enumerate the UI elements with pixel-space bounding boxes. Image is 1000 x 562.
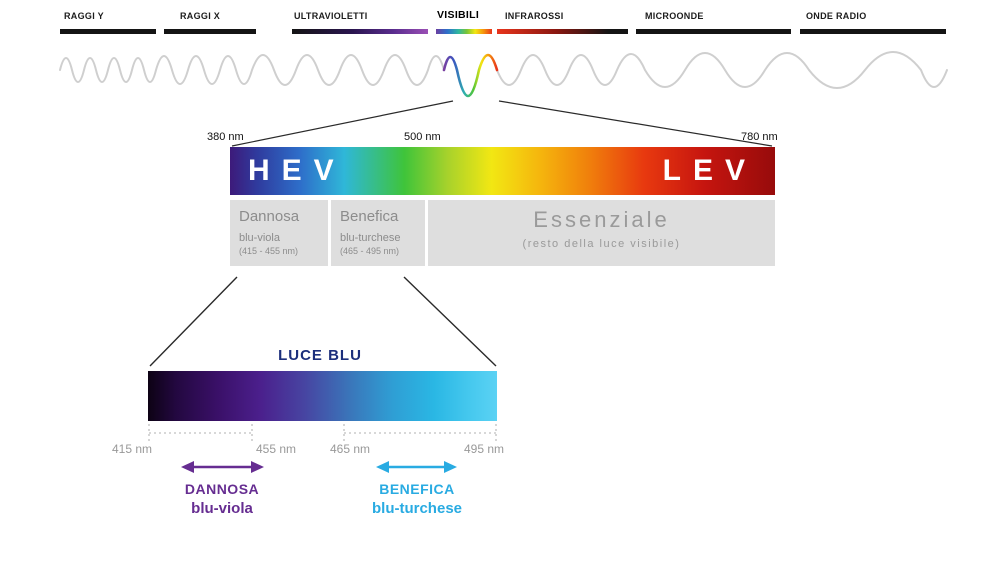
- band-label-visibili: VISIBILI: [437, 9, 480, 21]
- zone-essenziale: Essenziale (resto della luce visibile): [428, 200, 775, 266]
- zone-essenziale-note: (resto della luce visibile): [522, 238, 681, 250]
- radio-band-bar: [800, 29, 946, 34]
- dannosa-arrow-sublabel: blu-viola: [191, 500, 253, 517]
- em-wave: [59, 51, 948, 89]
- zone-dannosa-type: blu-viola: [239, 232, 280, 244]
- tick-495nm: 495 nm: [464, 442, 505, 456]
- infrared-band-bar: [497, 29, 628, 34]
- xray-band-bar: [164, 29, 256, 34]
- tick-415nm: 415 nm: [112, 442, 153, 456]
- visible-band-bar: [436, 29, 492, 34]
- tick-455nm: 455 nm: [256, 442, 297, 456]
- zone-benefica-range: (465 - 495 nm): [340, 246, 400, 256]
- tick-500nm: 500 nm: [404, 131, 441, 143]
- microwave-band-bar: [636, 29, 791, 34]
- hev-label: HEV: [248, 154, 346, 187]
- ultraviolet-band-bar: [292, 29, 428, 34]
- gamma-band-bar: [60, 29, 156, 34]
- zone-essenziale-title: Essenziale: [533, 207, 670, 232]
- range-dashes: [148, 424, 497, 441]
- visible-wave-segment: [442, 53, 499, 97]
- zone-dannosa-range: (415 - 455 nm): [239, 246, 299, 256]
- band-label-infrarossi: INFRAROSSI: [505, 11, 564, 21]
- tick-780nm: 780 nm: [741, 131, 778, 143]
- zone-benefica-type: blu-turchese: [340, 232, 401, 244]
- band-label-ultravioletti: ULTRAVIOLETTI: [294, 11, 368, 21]
- benefica-range-arrow: [376, 461, 457, 473]
- blue-light-gradient-bar: [148, 371, 497, 421]
- benefica-arrow-label: BENEFICA: [379, 481, 455, 497]
- band-label-raggi-x: RAGGI X: [180, 11, 221, 21]
- tick-465nm: 465 nm: [330, 442, 371, 456]
- dannosa-arrow-label: DANNOSA: [184, 481, 260, 497]
- band-label-microonde: MICROONDE: [645, 11, 704, 21]
- zone-benefica-title: Benefica: [340, 208, 399, 225]
- band-label-raggi-y: RAGGI Y: [64, 11, 104, 21]
- zoom-lines-visible: [231, 100, 773, 147]
- tick-380nm: 380 nm: [207, 131, 244, 143]
- dannosa-range-arrow: [181, 461, 264, 473]
- zone-dannosa: Dannosa blu-viola (415 - 455 nm): [230, 200, 328, 266]
- zone-benefica: Benefica blu-turchese (465 - 495 nm): [331, 200, 425, 266]
- visible-spectrum-bar: HEV LEV: [230, 147, 775, 195]
- lev-label: LEV: [662, 154, 757, 187]
- zone-dannosa-title: Dannosa: [239, 208, 300, 225]
- luce-blu-title: LUCE BLU: [278, 347, 362, 364]
- band-label-onde-radio: ONDE RADIO: [806, 11, 867, 21]
- benefica-arrow-sublabel: blu-turchese: [371, 500, 462, 517]
